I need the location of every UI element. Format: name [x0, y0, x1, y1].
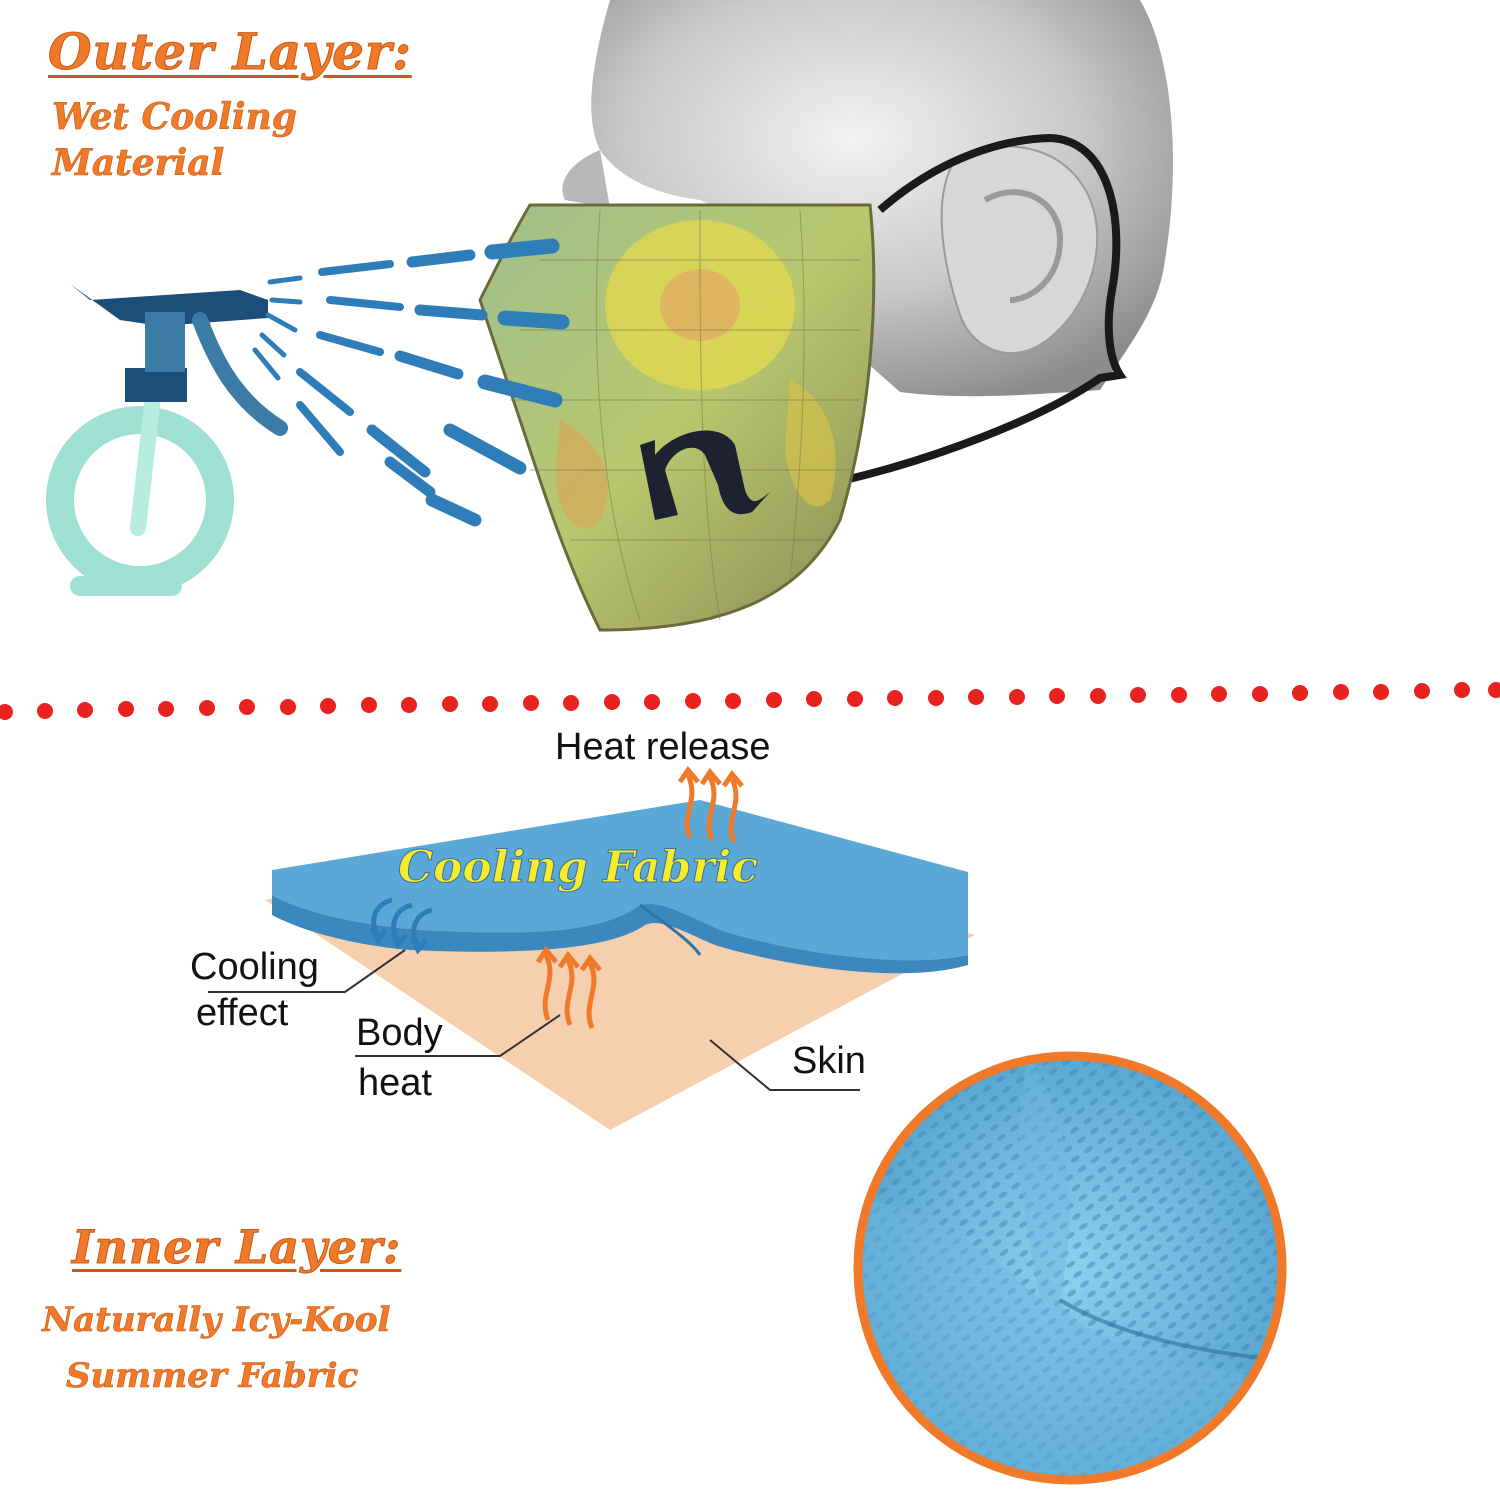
outer-layer-title: Outer Layer: — [48, 22, 412, 82]
spray-streaks — [252, 238, 570, 527]
inner-layer-subtitle-line1: Naturally Icy-Kool — [42, 1300, 391, 1341]
heat-arrows-icon — [677, 765, 744, 843]
fabric-swatch — [853, 1051, 1287, 1485]
heat-release-label: Heat release — [555, 726, 771, 768]
leader-lines — [208, 949, 860, 1091]
ear-loop — [844, 133, 1127, 484]
body-heat-arrows-icon — [535, 945, 602, 1029]
cooling-effect-label-line2: effect — [196, 992, 289, 1034]
layer-diagram — [265, 800, 975, 1130]
spray-bottle-icon — [46, 284, 288, 596]
inner-layer-title: Inner Layer: — [71, 1220, 402, 1275]
cooling-fabric-label: Cooling Fabric — [397, 842, 759, 894]
cooling-arrows-icon — [369, 897, 433, 955]
cooling-effect-label-line1: Cooling — [190, 946, 319, 988]
face-mask — [478, 203, 876, 632]
body-heat-label-line2: heat — [358, 1062, 432, 1104]
body-heat-label-line1: Body — [356, 1012, 443, 1054]
cooling-fabric-layer — [272, 800, 968, 961]
mannequin-head — [562, 0, 1173, 397]
inner-layer-subtitle-line2: Summer Fabric — [66, 1356, 359, 1397]
skin-label: Skin — [792, 1040, 866, 1082]
dotted-divider — [0, 682, 1500, 720]
outer-layer-subtitle-line1: Wet Cooling — [52, 96, 298, 139]
outer-layer-subtitle-line2: Material — [52, 142, 225, 185]
